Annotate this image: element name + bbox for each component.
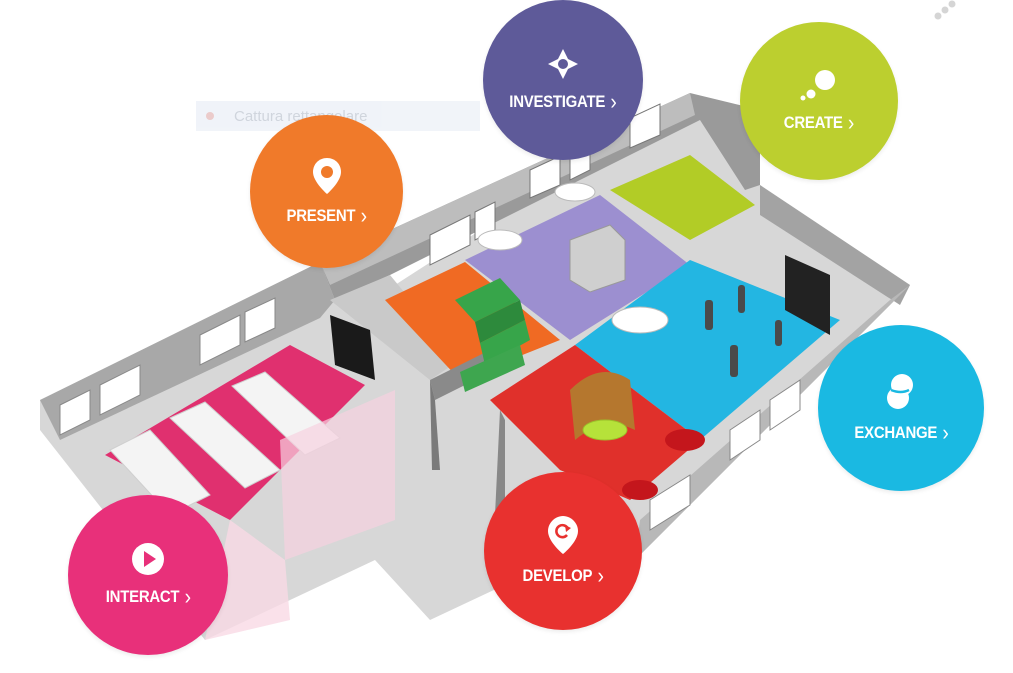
play-icon	[132, 543, 164, 575]
chevron-right-icon: ›	[941, 420, 949, 445]
present-label: PRESENT	[286, 205, 356, 225]
chevron-right-icon: ›	[360, 202, 367, 228]
interact-label: INTERACT	[105, 587, 180, 606]
create-button[interactable]: CREATE›	[740, 22, 898, 180]
exchange-button[interactable]: EXCHANGE›	[818, 325, 984, 491]
stairs	[455, 278, 530, 365]
record-dot-icon	[206, 112, 214, 120]
round-tables	[477, 182, 669, 441]
display-screen	[785, 255, 830, 335]
location-pin-icon	[312, 157, 341, 194]
corner-dots-icon	[934, 0, 956, 20]
develop-button[interactable]: DEVELOP›	[484, 472, 642, 630]
people	[705, 285, 782, 377]
exchange-label: EXCHANGE	[853, 423, 937, 442]
exchange-zone-floor	[575, 260, 840, 440]
develop-label: DEVELOP	[522, 566, 593, 585]
chevron-right-icon: ›	[610, 89, 617, 114]
chevron-right-icon: ›	[847, 110, 855, 135]
investigate-button[interactable]: INVESTIGATE›	[483, 0, 643, 160]
create-zone-floor	[610, 155, 755, 240]
chevron-right-icon: ›	[597, 563, 604, 588]
chevron-right-icon: ›	[184, 584, 191, 609]
create-label: CREATE	[783, 113, 843, 132]
refresh-pin-icon	[548, 516, 578, 554]
bubbles-icon	[800, 70, 835, 101]
crosshair-icon	[548, 49, 578, 79]
interact-button[interactable]: INTERACT›	[68, 495, 228, 655]
investigate-label: INVESTIGATE	[509, 92, 606, 111]
overlap-circles-icon	[887, 374, 913, 409]
desks	[109, 371, 341, 516]
present-button[interactable]: PRESENT›	[250, 115, 403, 268]
